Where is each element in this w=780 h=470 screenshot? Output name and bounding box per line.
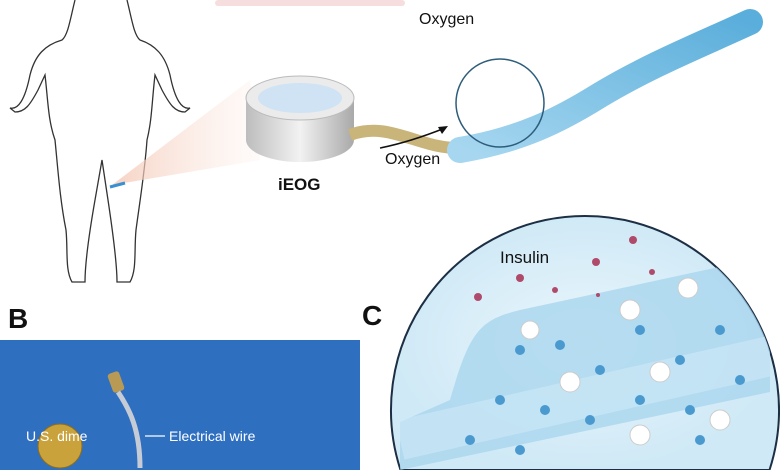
implant-site <box>109 181 126 189</box>
oxygen-top-label: Oxygen <box>419 11 474 28</box>
dime-label: U.S. dime <box>26 428 88 444</box>
human-body-outline <box>9 0 191 283</box>
ieog-label: iEOG <box>278 175 321 194</box>
insulin-label: Insulin <box>500 248 549 267</box>
wire-label: Electrical wire <box>169 428 256 444</box>
tube-cross-section <box>395 256 775 470</box>
ieog-device <box>245 75 355 162</box>
device-head <box>107 371 125 393</box>
connector-tube <box>347 124 463 155</box>
panel-c-letter: C <box>362 300 382 331</box>
panel-b-letter: B <box>8 303 28 334</box>
catheter-tube <box>447 9 763 163</box>
insulin-particles <box>474 236 655 301</box>
magnify-circle <box>455 58 545 148</box>
oxygen-arrow <box>379 127 446 149</box>
electrical-wire <box>115 390 143 469</box>
dime-coin <box>37 423 83 469</box>
oxygen-flow-label: Oxygen <box>385 151 440 168</box>
zoom-wedge <box>112 80 260 185</box>
arrow-head-icon <box>438 126 448 134</box>
top-device-edge <box>215 0 405 6</box>
